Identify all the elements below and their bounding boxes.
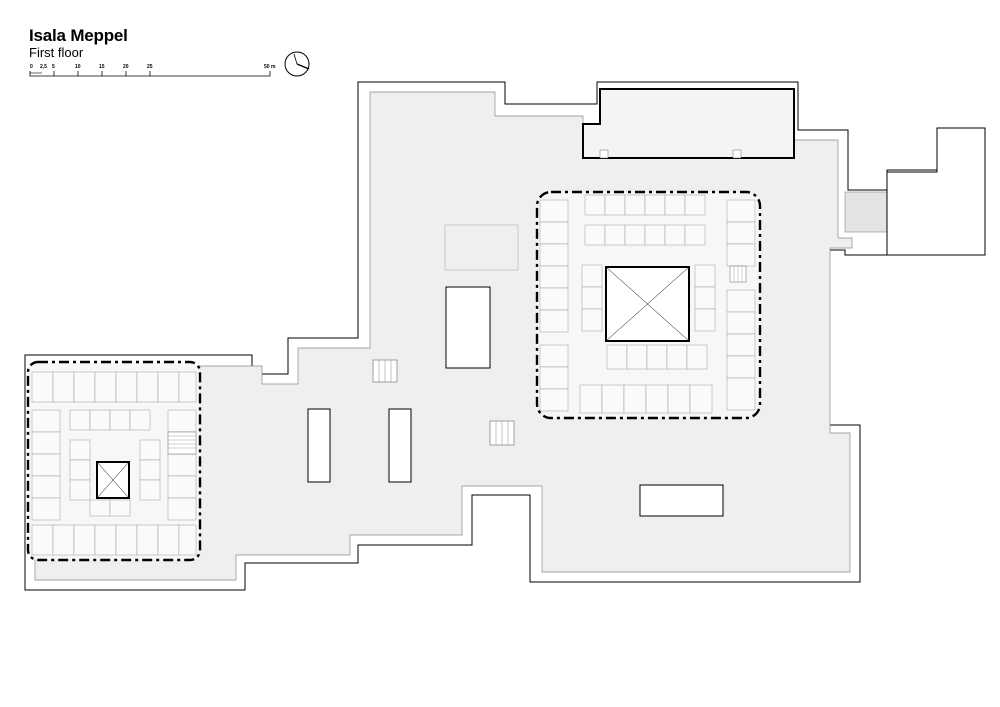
zone-outline [444, 224, 519, 271]
top-wing-block [582, 88, 795, 159]
drawing-subtitle: First floor [29, 45, 84, 60]
scale-bar: 0 2,5 5 10 15 20 25 50 m [29, 64, 276, 77]
stair-cores [372, 359, 515, 446]
scale-tick-label: 20 [123, 64, 129, 70]
scale-tick-label: 25 [147, 64, 153, 70]
scale-tick-label: 2,5 [40, 64, 47, 70]
scale-tick-label: 5 [52, 64, 55, 70]
drawing-title: Isala Meppel [29, 26, 128, 45]
courtyard-voids [307, 286, 724, 517]
ward-left [26, 360, 202, 562]
scale-tick-label: 0 [30, 64, 33, 70]
scale-tick-label: 15 [99, 64, 105, 70]
scale-tick-label: 50 m [264, 64, 276, 70]
ward-right [535, 190, 762, 420]
scale-tick-label: 10 [75, 64, 81, 70]
north-arrow-icon [284, 51, 310, 77]
